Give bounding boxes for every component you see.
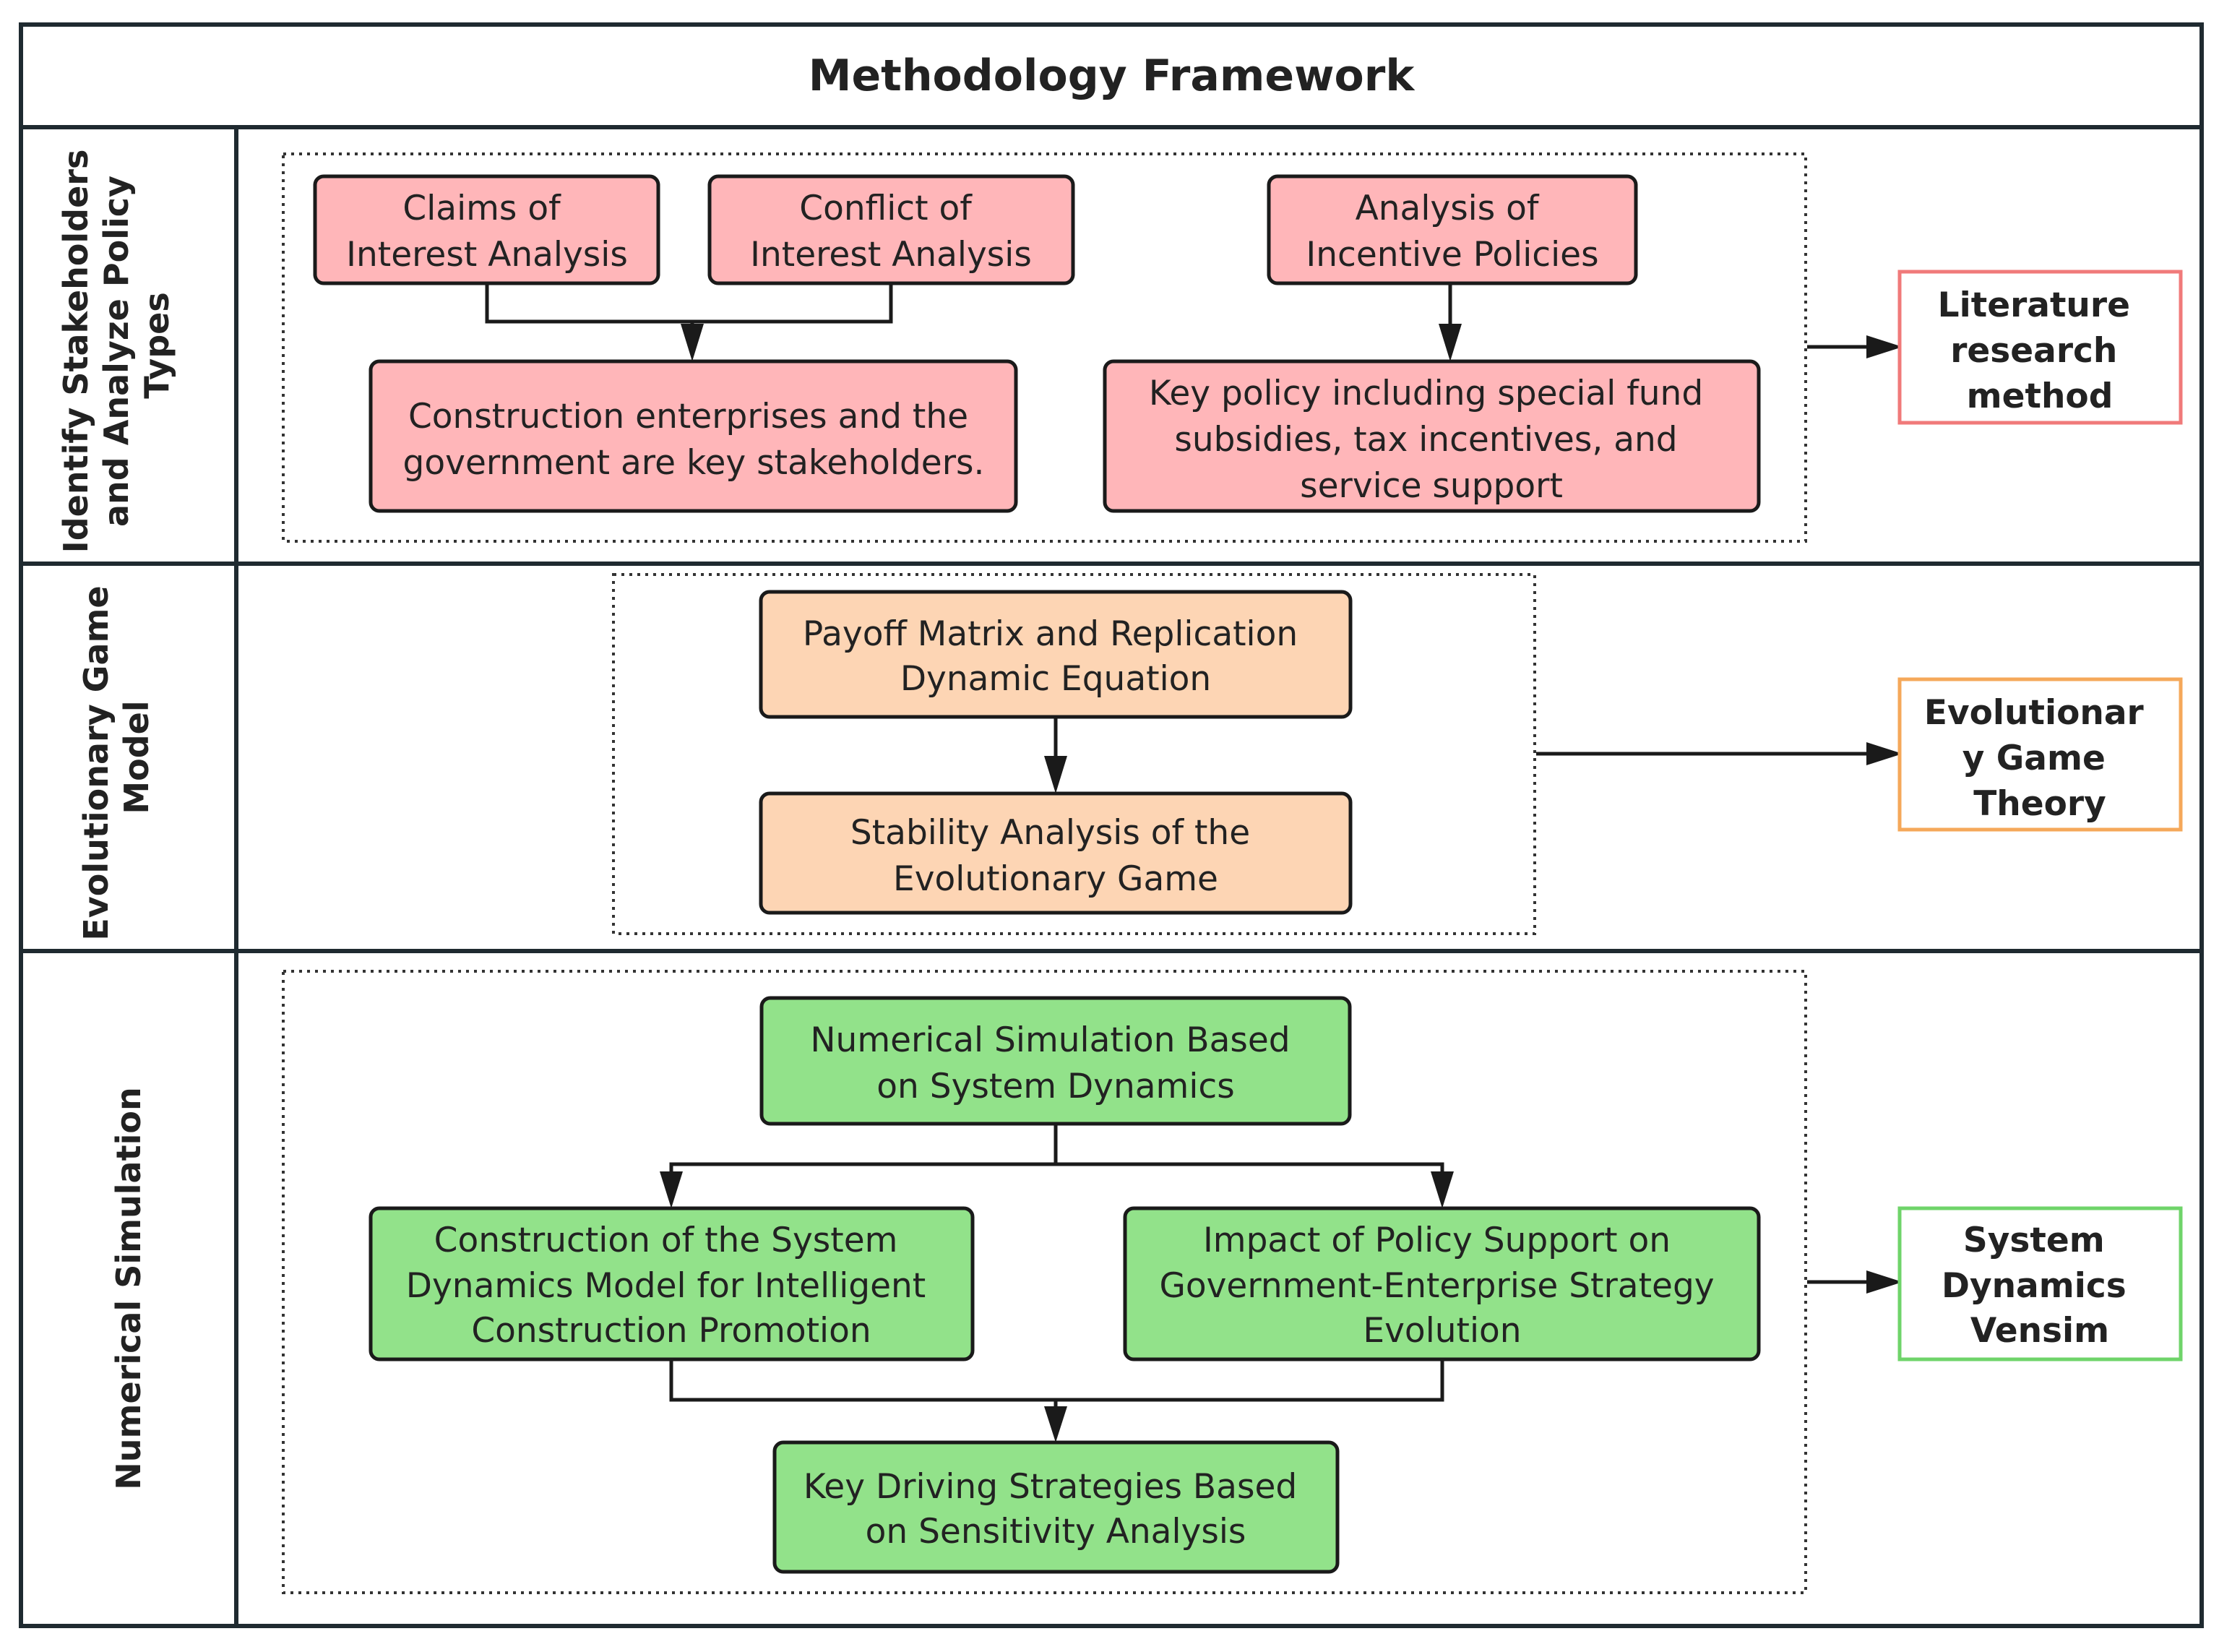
construction-model-box: [369, 1206, 975, 1361]
policy-impact-text: Government-Enterprise Strategy: [1159, 1266, 1714, 1306]
svg-text:Numerical Simulation: Numerical Simulation: [109, 1087, 148, 1489]
system-dynamics-box: [1897, 1206, 2183, 1361]
arrowhead-policy: [1439, 324, 1462, 361]
payoff-matrix-box: [759, 590, 1353, 719]
page-title: Methodology Framework: [809, 51, 1416, 101]
row-label-line: Identify Stakeholders: [56, 150, 95, 554]
frame: [19, 22, 2204, 1628]
conflict-of-interest-text: Conflict of: [799, 189, 973, 228]
svg-text:Payoff Matrix and Replication: Payoff Matrix and Replication Dynamic Eq…: [803, 614, 1309, 699]
numerical-simulation-text: on System Dynamics: [876, 1067, 1234, 1106]
key-policy-text: subsidies, tax incentives, and: [1174, 420, 1677, 460]
key-policy-box: [1103, 359, 1761, 513]
construction-model-text: Dynamics Model for Intelligent: [406, 1266, 926, 1306]
literature-method-text: research: [1950, 331, 2117, 371]
connector-claims-to-stakeholders: [485, 285, 893, 324]
row-label-line: Evolutionary Game: [77, 585, 116, 940]
outer-border: [19, 22, 2204, 1628]
construction-model-text: Construction Promotion: [471, 1311, 871, 1351]
numerical-simulation-box: [759, 996, 1352, 1126]
key-policy-text: Key policy including special fund: [1149, 374, 1703, 413]
key-policy-text: service support: [1300, 466, 1563, 506]
driving-strategies-box: [772, 1440, 1340, 1574]
group-box-evolutionary: [612, 573, 1536, 935]
svg-text:Numerical Simulation Based: Numerical Simulation Based on System Dyn…: [810, 1020, 1301, 1106]
svg-text:System Dynamics Vensim: System Dynamics Vensim: [1942, 1221, 2138, 1351]
evolutionary-theory-text: y Game: [1962, 739, 2106, 778]
claims-of-interest-text: Interest Analysis: [346, 235, 628, 275]
driving-strategies-text: Key Driving Strategies Based: [803, 1467, 1297, 1507]
policy-impact-text: Evolution: [1363, 1311, 1521, 1351]
row-label-line: Types: [137, 292, 176, 398]
group-box-numerical: [282, 970, 1807, 1594]
arrowhead-evolutionary-theory: [1866, 742, 1903, 765]
evolutionary-theory-text: Evolutionar: [1924, 693, 2145, 733]
policy-impact-text: Impact of Policy Support on: [1203, 1221, 1671, 1260]
key-stakeholders-text: Construction enterprises and the: [408, 397, 968, 436]
svg-text:Key Driving Strategies Based: Key Driving Strategies Based on Sensitiv…: [803, 1467, 1308, 1552]
arrowhead-system-dynamics: [1866, 1270, 1903, 1294]
stability-analysis-text: Stability Analysis of the: [850, 813, 1250, 853]
svg-text:Conflict of Interest Analy: Conflict of Interest Analysis: [750, 189, 1032, 275]
row-label-line: Model: [117, 700, 156, 814]
payoff-matrix-text: Payoff Matrix and Replication: [803, 614, 1298, 654]
payoff-matrix-text: Dynamic Equation: [900, 659, 1211, 699]
svg-text:Key policy including special f: Key policy including special fund subsid…: [1149, 374, 1714, 506]
svg-text:Evolutionar y Game The: Evolutionar y Game Theory: [1924, 693, 2155, 824]
claims-of-interest-box: [313, 174, 660, 285]
system-dynamics-text: System: [1963, 1221, 2105, 1260]
connector-merge-to-driving: [669, 1359, 1444, 1402]
construction-model-text: Construction of the System: [434, 1221, 898, 1260]
key-stakeholders-text: government are key stakeholders.: [403, 443, 985, 483]
conflict-of-interest-box: [707, 174, 1075, 285]
literature-method-box: [1897, 270, 2183, 425]
claims-of-interest-text: Claims of: [402, 189, 561, 228]
row-label-line: and Analyze Policy: [97, 176, 136, 527]
row-label-line: Numerical Simulation: [109, 1087, 148, 1489]
arrowhead-construction: [660, 1171, 683, 1208]
stability-analysis-text: Evolutionary Game: [893, 859, 1218, 899]
literature-method-text: method: [1967, 377, 2114, 416]
svg-text:Evolutionary Game Model: Evolutionary Game Model: [77, 574, 156, 940]
group-box-stakeholders: [282, 152, 1807, 543]
arrowhead-literature: [1866, 335, 1903, 358]
numerical-simulation-text: Numerical Simulation Based: [810, 1020, 1290, 1060]
driving-strategies-text: on Sensitivity Analysis: [866, 1512, 1246, 1552]
incentive-policies-text: Analysis of: [1356, 189, 1540, 228]
conflict-of-interest-text: Interest Analysis: [750, 235, 1032, 275]
arrowhead-driving: [1044, 1406, 1067, 1442]
connector-numerical-split: [669, 1124, 1058, 1184]
svg-text:Stability Analysis of the: Stability Analysis of the Evolutionary G…: [850, 813, 1261, 899]
svg-text:Literature research me: Literature research method: [1938, 285, 2142, 416]
svg-text:Identify Stakeholders an: Identify Stakeholders and Analyze Policy…: [56, 138, 176, 554]
svg-text:Impact of Policy Support on: Impact of Policy Support on Government-E…: [1159, 1221, 1725, 1351]
evolutionary-theory-text: Theory: [1973, 784, 2106, 824]
arrowhead-stakeholders: [681, 324, 704, 361]
policy-impact-box: [1123, 1206, 1761, 1361]
system-dynamics-text: Dynamics: [1942, 1266, 2127, 1306]
arrowhead-stability: [1044, 756, 1067, 793]
key-stakeholders-box: [369, 359, 1018, 513]
stability-analysis-box: [759, 791, 1353, 915]
row-label-numerical: Numerical Simulation: [109, 1087, 148, 1489]
incentive-policies-box: [1267, 174, 1638, 285]
system-dynamics-text: Vensim: [1970, 1311, 2109, 1351]
svg-text:Analysis of Incentive Poli: Analysis of Incentive Policies: [1306, 189, 1598, 275]
connector-numerical-split-right: [1056, 1162, 1444, 1184]
row-label-stakeholders: Identify Stakeholders and Analyze Policy…: [56, 138, 176, 554]
evolutionary-theory-box: [1897, 677, 2183, 832]
svg-text:Claims of Interest Analysi: Claims of Interest Analysis: [346, 189, 628, 275]
incentive-policies-text: Incentive Policies: [1306, 235, 1598, 275]
arrowhead-impact: [1431, 1171, 1454, 1208]
row-label-evolutionary: Evolutionary Game Model: [77, 574, 156, 940]
svg-text:Construction enterprises and t: Construction enterprises and the governm…: [403, 397, 985, 483]
literature-method-text: Literature: [1938, 285, 2130, 325]
svg-text:Construction of the System: Construction of the System Dynamics Mode…: [406, 1221, 936, 1351]
